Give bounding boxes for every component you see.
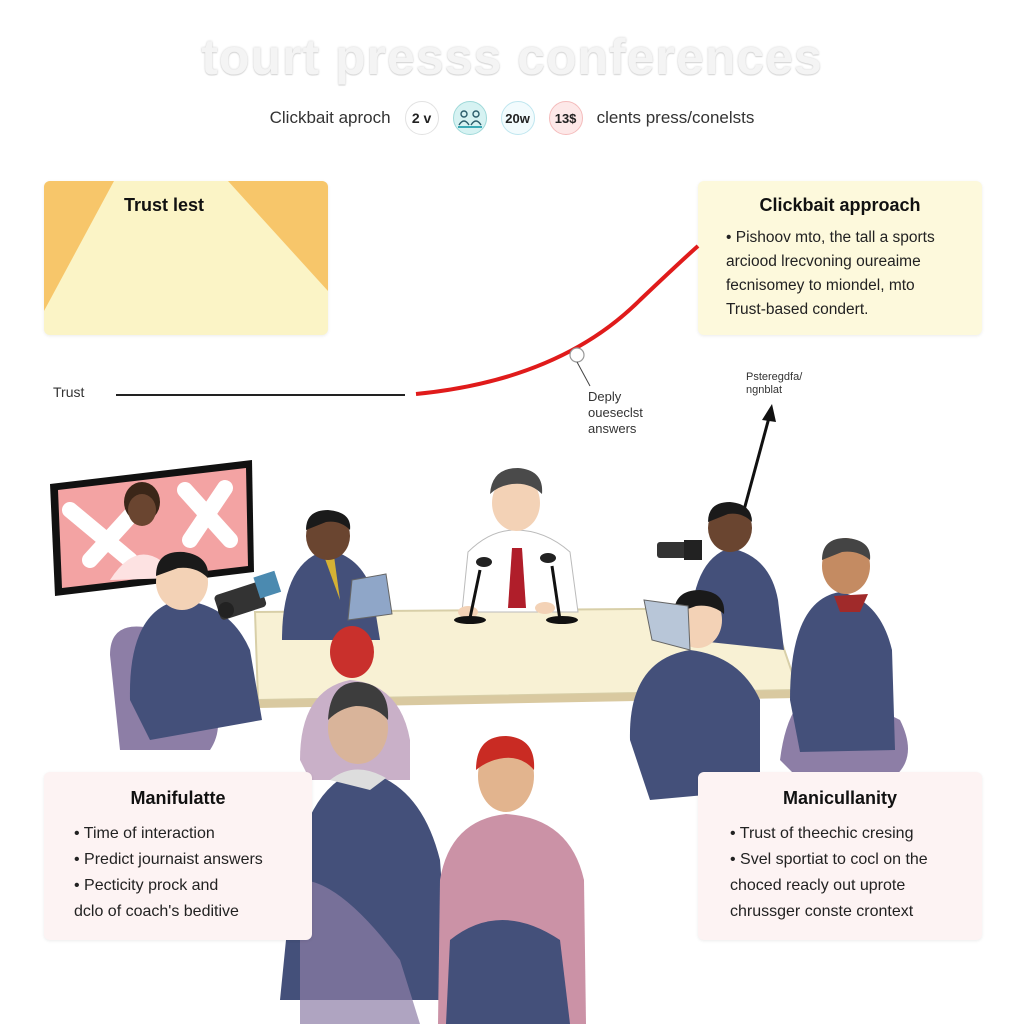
list-item: • Time of interaction	[74, 825, 215, 842]
legend-label-left: Clickbait aproch	[269, 108, 391, 127]
arrow-label: Psteregdfa/ ngnblat	[746, 371, 803, 396]
journalist-right-laptop	[629, 590, 760, 800]
curve-point-label: Deply oueseclst answers	[588, 389, 643, 436]
list-item: • Predict journaist answers	[74, 851, 263, 868]
legend-badge-4: 13$	[548, 101, 583, 135]
manicularity-card: Manicullanity • Trust of theechic cresin…	[698, 772, 982, 940]
tv-screen	[50, 460, 254, 596]
curve-point	[569, 347, 585, 363]
list-item: choced reacly out uprote	[730, 877, 906, 894]
arrow-line	[742, 413, 772, 511]
list-item: dclo of coach's beditive	[74, 903, 239, 920]
manipulate-bullets: • Time of interaction • Predict journais…	[44, 809, 312, 925]
list-item: • Svel sportiat to cocl on the	[730, 851, 928, 868]
manipulate-card: Manifulatte • Time of interaction • Pred…	[44, 772, 312, 940]
list-item: arciood lrecvoning oureaime	[726, 253, 921, 270]
list-item: • Pishoov mto, the tall a sports	[726, 229, 935, 246]
list-item: • Pecticity prock and	[74, 877, 219, 894]
legend-label-right: clents press/conelsts	[596, 108, 755, 127]
camera-operator-left	[110, 551, 282, 750]
point-leader-line	[576, 361, 591, 387]
trust-test-title: Trust lest	[124, 195, 205, 215]
trust-test-card: Trust lest	[44, 181, 328, 335]
journalist-far-right	[780, 538, 908, 780]
list-item: • Trust of theechic cresing	[730, 825, 914, 842]
people-icon	[452, 101, 487, 135]
journalist-left-laptop	[282, 510, 393, 640]
trust-curve	[415, 244, 700, 396]
manicularity-title: Manicullanity	[782, 788, 898, 808]
list-item: Trust-based condert.	[726, 301, 869, 318]
page-title: tourt presss conferences	[201, 29, 823, 85]
legend-badge-3: 20w	[500, 101, 535, 135]
journalist-front-center	[438, 736, 586, 1024]
clickbait-title: Clickbait approach	[759, 195, 921, 215]
clickbait-bullets: • Pishoov mto, the tall a sports arciood…	[698, 216, 982, 322]
microphone-icon	[454, 553, 578, 624]
spotlight-icon	[44, 181, 328, 311]
trust-line-label: Trust	[53, 384, 85, 400]
clickbait-approach-card: Clickbait approach • Pishoov mto, the ta…	[698, 181, 982, 335]
list-item: fecnisomey to miondel, mto	[726, 277, 915, 294]
manicularity-bullets: • Trust of theechic cresing • Svel sport…	[698, 809, 982, 925]
coach-figure	[458, 468, 579, 618]
list-item: chrussger conste crontext	[730, 903, 914, 920]
manipulate-title: Manifulatte	[130, 788, 226, 808]
arrow-head-icon	[762, 404, 776, 422]
legend-row: Clickbait aproch 2 v 20w 13$ clents pres…	[0, 98, 1024, 138]
legend-badge-1: 2 v	[404, 101, 439, 135]
camera-operator-right	[657, 502, 784, 650]
journalist-front-left	[280, 682, 450, 1024]
